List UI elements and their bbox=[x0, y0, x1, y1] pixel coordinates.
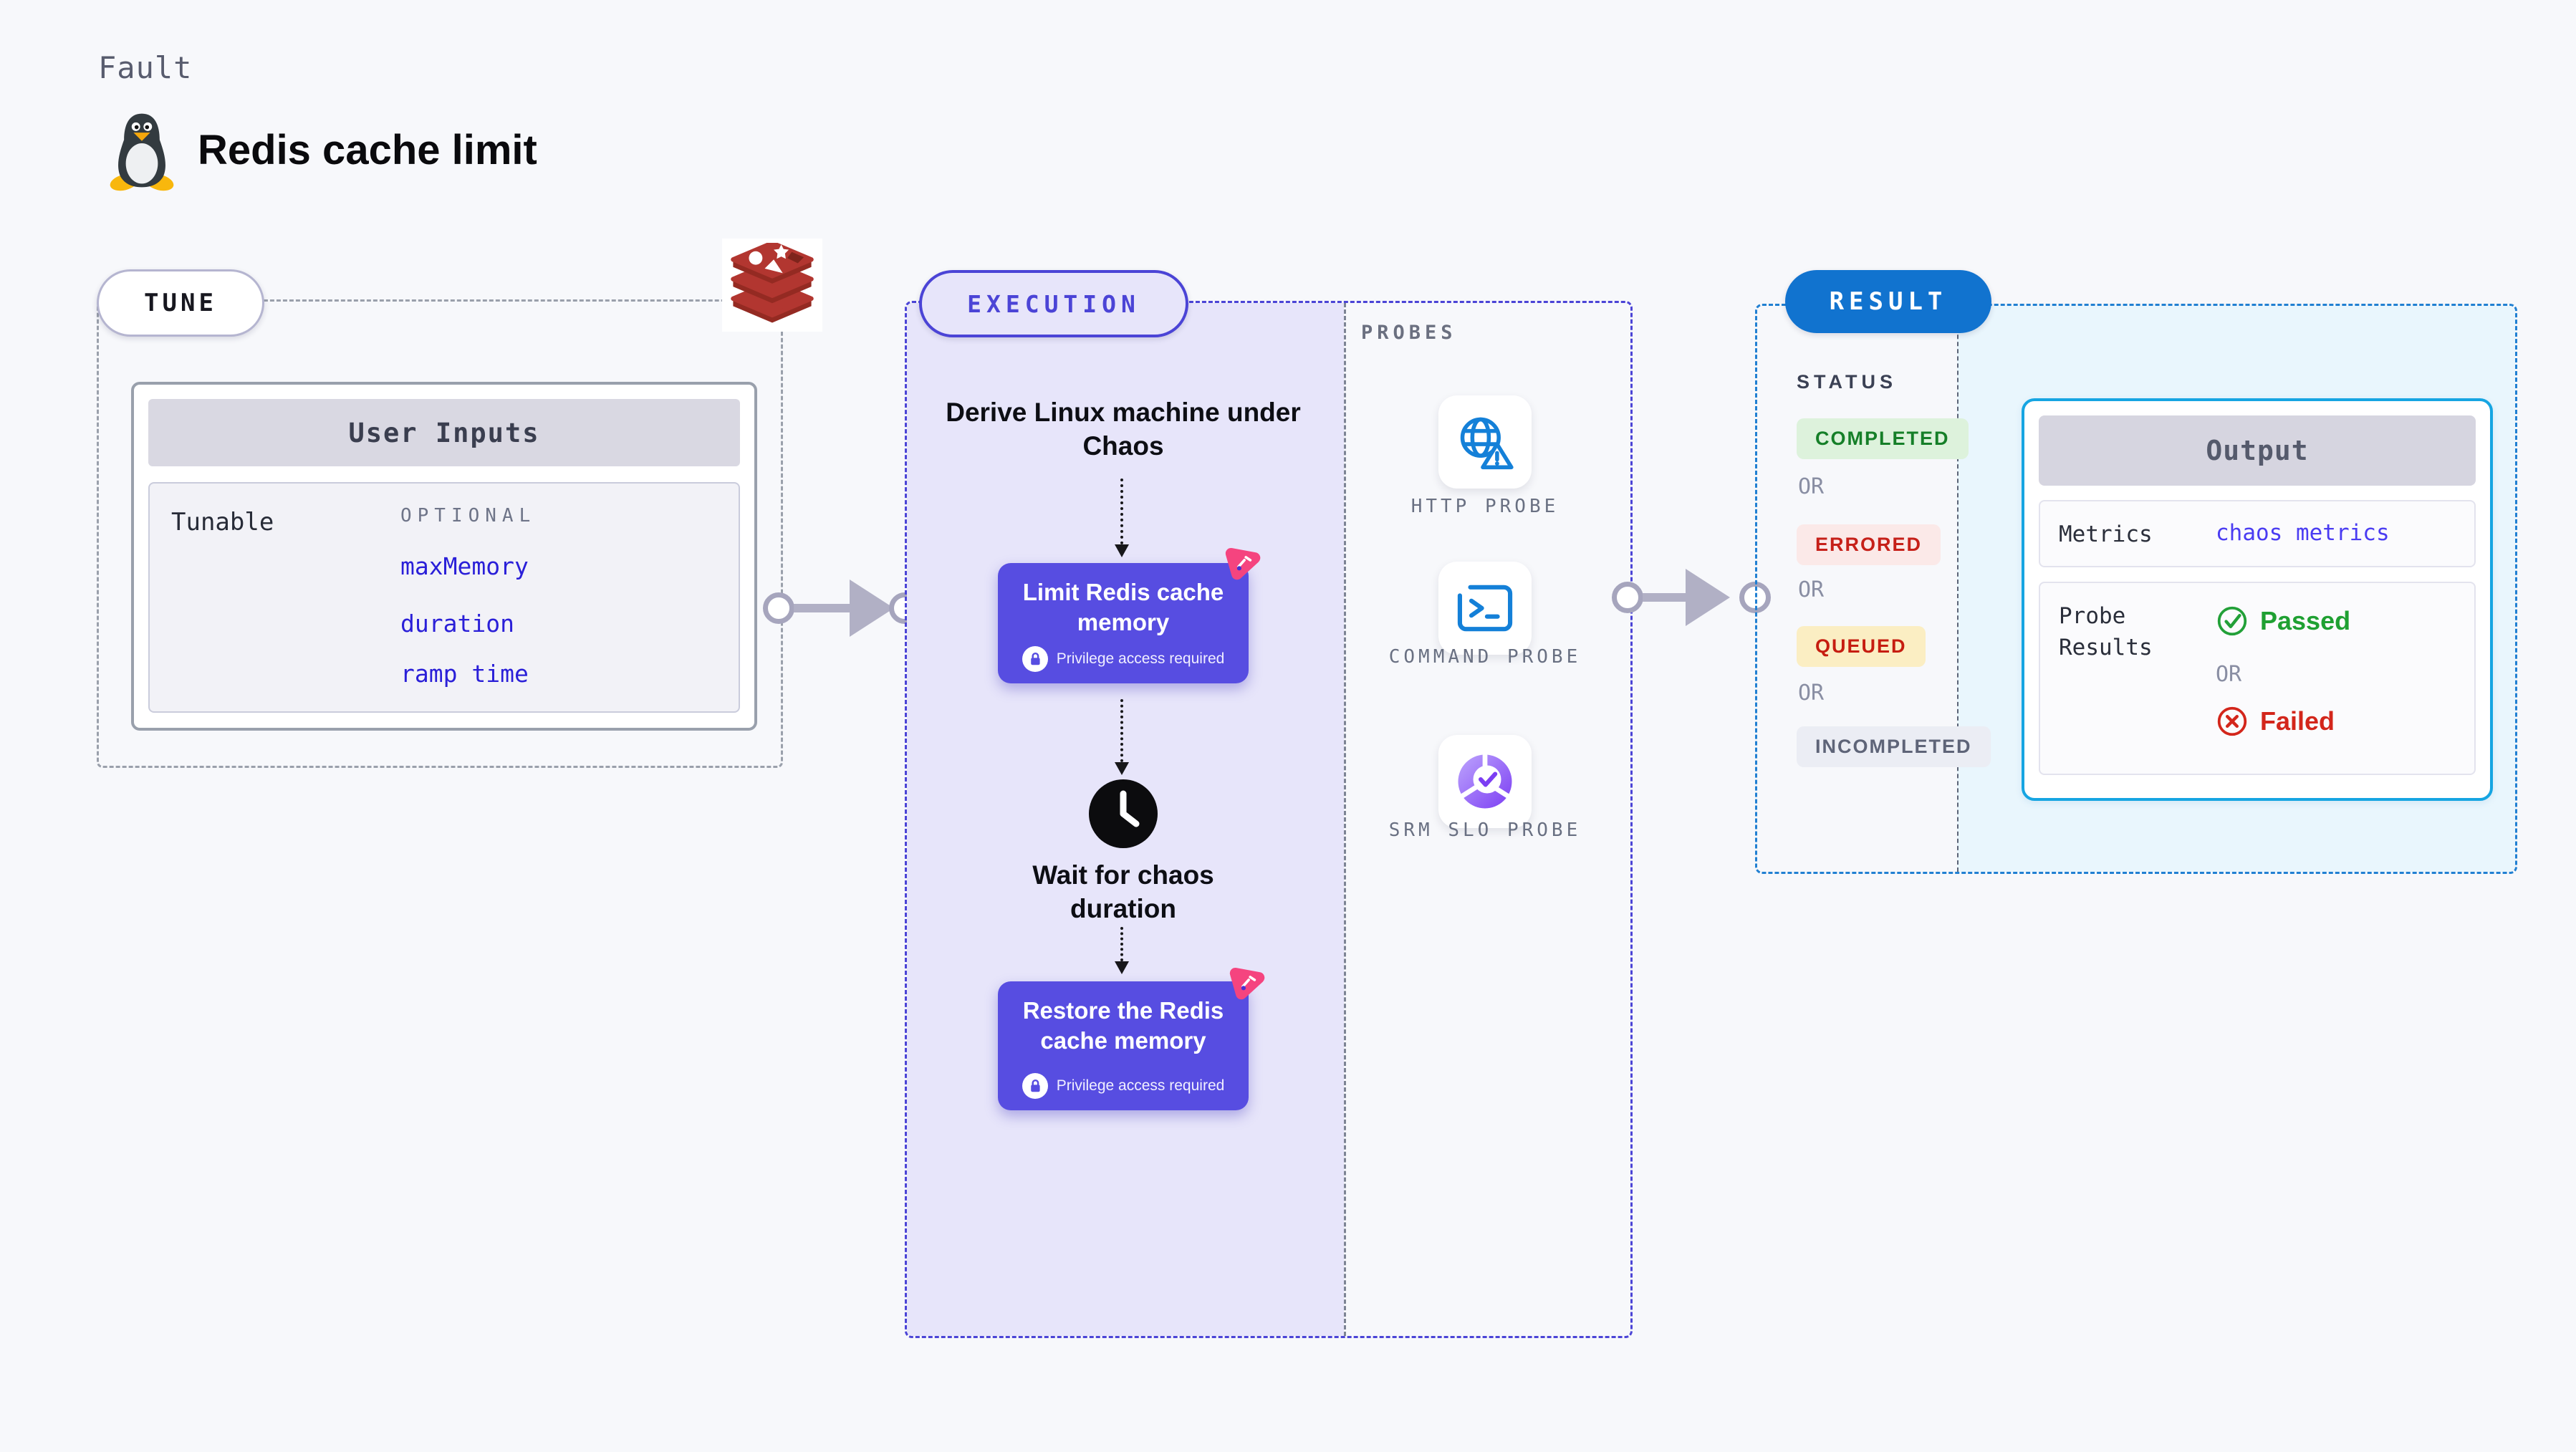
arrow-down-icon bbox=[1115, 961, 1129, 974]
connector-dot bbox=[1612, 582, 1643, 613]
linux-tux-icon bbox=[105, 109, 179, 192]
arrowhead-icon bbox=[1686, 569, 1730, 626]
or-separator: OR bbox=[1798, 681, 1825, 706]
check-circle-icon bbox=[2217, 606, 2247, 636]
failed-label: Failed bbox=[2260, 706, 2335, 736]
tune-pill: TUNE bbox=[97, 269, 264, 337]
status-badge-incompleted: INCOMPLETED bbox=[1797, 726, 1991, 767]
srm-slo-probe-label: SRM SLO PROBE bbox=[1388, 819, 1582, 841]
optional-label: OPTIONAL bbox=[400, 505, 537, 527]
user-inputs-card: User Inputs Tunable OPTIONAL maxMemory d… bbox=[131, 382, 757, 731]
probes-divider bbox=[1344, 303, 1346, 1336]
status-heading: STATUS bbox=[1797, 371, 1897, 393]
command-probe-label: COMMAND PROBE bbox=[1388, 646, 1582, 668]
flow-connector bbox=[1120, 699, 1123, 762]
probe-results-row: Probe Results Passed OR Failed bbox=[2039, 582, 2476, 775]
probes-column-label: PROBES bbox=[1361, 322, 1457, 344]
execution-section-box: PROBES bbox=[905, 301, 1633, 1338]
slo-donut-check-icon bbox=[1458, 754, 1512, 809]
tunable-label: Tunable bbox=[171, 508, 274, 537]
output-title: Output bbox=[2039, 415, 2476, 486]
or-separator: OR bbox=[1798, 474, 1825, 499]
status-badge-queued: QUEUED bbox=[1797, 626, 1926, 667]
http-probe-card bbox=[1438, 395, 1532, 489]
flow-connector bbox=[1120, 927, 1123, 961]
lock-icon bbox=[1022, 1073, 1048, 1099]
srm-slo-probe-card bbox=[1438, 735, 1532, 828]
arrow-down-icon bbox=[1115, 762, 1129, 775]
redis-logo-icon bbox=[722, 239, 822, 332]
command-probe-card bbox=[1438, 562, 1532, 655]
restore-redis-node-label: Restore the Redis cache memory bbox=[1022, 997, 1224, 1054]
result-divider bbox=[1957, 306, 1959, 872]
restore-redis-node: Restore the Redis cache memory Privilege… bbox=[998, 981, 1249, 1110]
fault-eyebrow: Fault bbox=[98, 50, 193, 85]
privilege-label: Privilege access required bbox=[1056, 1077, 1225, 1094]
http-probe-label: HTTP PROBE bbox=[1410, 496, 1559, 517]
privilege-label: Privilege access required bbox=[1056, 650, 1225, 667]
page-title: Redis cache limit bbox=[198, 127, 537, 173]
metrics-label: Metrics bbox=[2059, 521, 2153, 547]
or-separator: OR bbox=[1798, 577, 1825, 602]
probe-results-label: Probe Results bbox=[2059, 603, 2153, 660]
metrics-row: Metrics chaos metrics bbox=[2039, 500, 2476, 567]
flow-connector bbox=[1120, 479, 1123, 544]
globe-warning-icon bbox=[1460, 417, 1514, 470]
limit-redis-node-label: Limit Redis cache memory bbox=[1022, 579, 1224, 635]
arrow-tune-to-execution bbox=[794, 604, 851, 612]
clock-icon bbox=[1089, 779, 1158, 848]
result-pill: RESULT bbox=[1785, 270, 1991, 333]
tune-section-box bbox=[97, 299, 783, 768]
lock-icon bbox=[1022, 646, 1048, 672]
connector-dot bbox=[763, 592, 794, 624]
terminal-icon bbox=[1457, 585, 1513, 632]
wait-duration-text: Wait for chaos duration bbox=[1032, 860, 1214, 923]
output-card: Output Metrics chaos metrics Probe Resul… bbox=[2022, 398, 2493, 801]
passed-result: Passed bbox=[2216, 605, 2350, 638]
derive-machine-text: Derive Linux machine under Chaos bbox=[946, 398, 1301, 461]
param-link-duration[interactable]: duration bbox=[400, 610, 514, 638]
chaos-fault-icon bbox=[1222, 957, 1269, 1004]
status-badge-completed: COMPLETED bbox=[1797, 418, 1969, 459]
arrow-execution-to-result bbox=[1643, 593, 1687, 602]
arrow-down-icon bbox=[1115, 544, 1129, 557]
user-inputs-panel: Tunable OPTIONAL maxMemory duration ramp… bbox=[148, 482, 740, 713]
execution-pill: EXECUTION bbox=[919, 270, 1188, 337]
x-circle-icon bbox=[2217, 706, 2247, 736]
chaos-fault-icon bbox=[1218, 537, 1265, 585]
limit-redis-node: Limit Redis cache memory Privilege acces… bbox=[998, 563, 1249, 683]
chaos-metrics-link[interactable]: chaos metrics bbox=[2216, 520, 2390, 546]
param-link-ramp-time[interactable]: ramp time bbox=[400, 660, 529, 688]
param-link-maxmemory[interactable]: maxMemory bbox=[400, 552, 529, 580]
arrowhead-icon bbox=[850, 580, 894, 637]
or-separator: OR bbox=[2216, 662, 2242, 687]
status-badge-errored: ERRORED bbox=[1797, 524, 1941, 565]
passed-label: Passed bbox=[2260, 606, 2351, 635]
user-inputs-title: User Inputs bbox=[148, 399, 740, 466]
failed-result: Failed bbox=[2216, 705, 2335, 738]
